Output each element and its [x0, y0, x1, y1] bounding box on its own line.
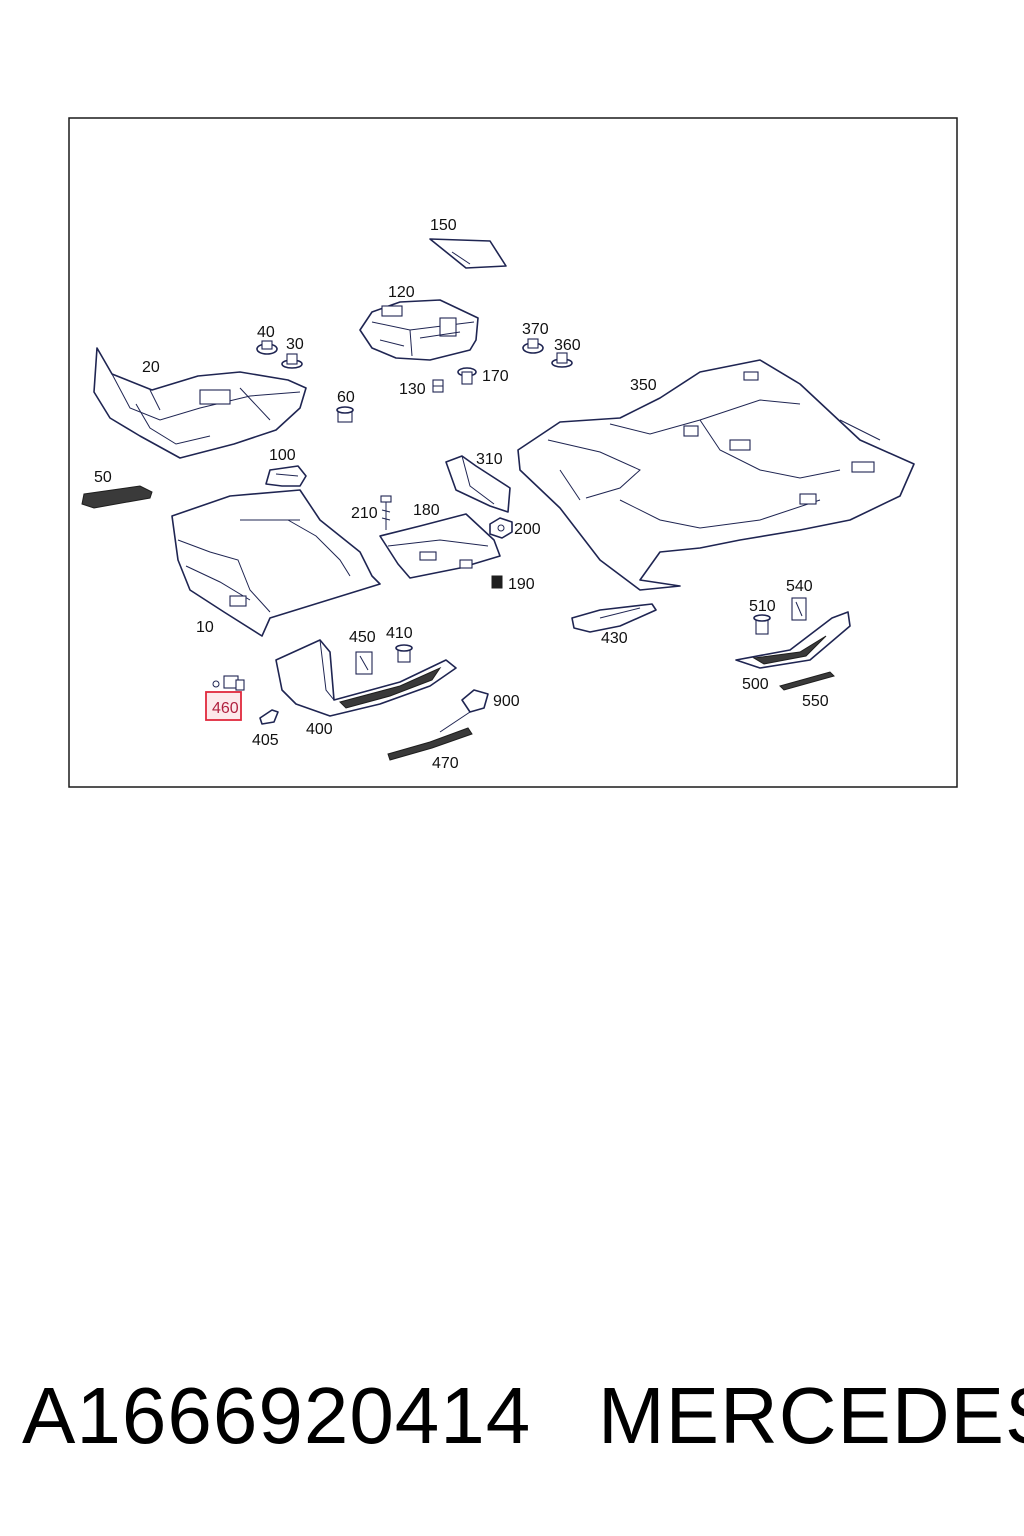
callout-40: 40	[257, 324, 275, 341]
part-40-grommet[interactable]	[256, 340, 278, 355]
part-210-bolt[interactable]	[380, 495, 392, 530]
callout-60: 60	[337, 389, 355, 406]
part-900-label[interactable]	[439, 689, 489, 733]
part-130-clip[interactable]	[432, 379, 444, 393]
part-370-grommet[interactable]	[522, 338, 544, 354]
part-350-floor-carpet[interactable]	[517, 359, 915, 591]
part-100-bracket[interactable]	[265, 465, 307, 487]
callout-30: 30	[286, 336, 304, 353]
callout-150: 150	[430, 217, 457, 234]
callout-405: 405	[252, 732, 279, 749]
part-number: A1666920414	[22, 1371, 532, 1460]
callout-120: 120	[388, 284, 415, 301]
diagram-frame	[68, 117, 958, 788]
part-60-clip[interactable]	[336, 406, 354, 423]
callout-430: 430	[601, 630, 628, 647]
part-540-bracket[interactable]	[791, 597, 807, 621]
part-400-front-sill[interactable]	[275, 639, 457, 717]
callout-500: 500	[742, 676, 769, 693]
callout-510: 510	[749, 598, 776, 615]
callout-10: 10	[196, 619, 214, 636]
callout-900: 900	[493, 693, 520, 710]
callout-100: 100	[269, 447, 296, 464]
part-190-clip[interactable]	[491, 575, 503, 589]
callout-180: 180	[413, 502, 440, 519]
part-410-clip[interactable]	[395, 644, 413, 663]
part-180-panel[interactable]	[379, 513, 501, 579]
callout-310: 310	[476, 451, 503, 468]
part-510-clip[interactable]	[753, 614, 771, 635]
highlight-box	[205, 691, 242, 721]
callout-350: 350	[630, 377, 657, 394]
callout-370: 370	[522, 321, 549, 338]
callout-130: 130	[399, 381, 426, 398]
callout-470: 470	[432, 755, 459, 772]
part-50-floor-mat[interactable]	[81, 485, 153, 509]
part-360-clip[interactable]	[551, 352, 573, 368]
brand-name: MERCEDES	[598, 1371, 1024, 1460]
part-430-trim-strip[interactable]	[571, 603, 657, 633]
callout-210: 210	[351, 505, 378, 522]
callout-190: 190	[508, 576, 535, 593]
callout-400: 400	[306, 721, 333, 738]
callout-360: 360	[554, 337, 581, 354]
part-120-control-unit[interactable]	[359, 299, 479, 361]
callout-450: 450	[349, 629, 376, 646]
part-20-insulation[interactable]	[93, 347, 307, 459]
highlighted-callout-460[interactable]: 460	[205, 691, 242, 721]
part-200-nut[interactable]	[489, 517, 513, 539]
part-450-bracket[interactable]	[355, 651, 373, 675]
part-310-tunnel-trim[interactable]	[445, 455, 511, 513]
footer: A1666920414 MERCEDES	[0, 1370, 1024, 1480]
part-170-nut[interactable]	[457, 367, 477, 385]
part-30-clip[interactable]	[281, 353, 303, 369]
callout-410: 410	[386, 625, 413, 642]
part-10-front-carpet[interactable]	[171, 489, 381, 637]
exploded-parts-diagram: 150 120 40 30 370 360 20 130 170 350 60 …	[68, 117, 958, 788]
part-150-mat[interactable]	[429, 238, 507, 269]
callout-540: 540	[786, 578, 813, 595]
part-470-sill-strip[interactable]	[387, 727, 473, 761]
part-550-sill-strip[interactable]	[779, 671, 835, 691]
part-500-rear-sill[interactable]	[735, 611, 851, 669]
callout-170: 170	[482, 368, 509, 385]
callout-200: 200	[514, 521, 541, 538]
callout-460: 460	[212, 700, 239, 717]
callout-20: 20	[142, 359, 160, 376]
part-460-switch[interactable]	[212, 675, 245, 691]
callout-550: 550	[802, 693, 829, 710]
part-405-cover[interactable]	[259, 709, 279, 725]
callout-50: 50	[94, 469, 112, 486]
